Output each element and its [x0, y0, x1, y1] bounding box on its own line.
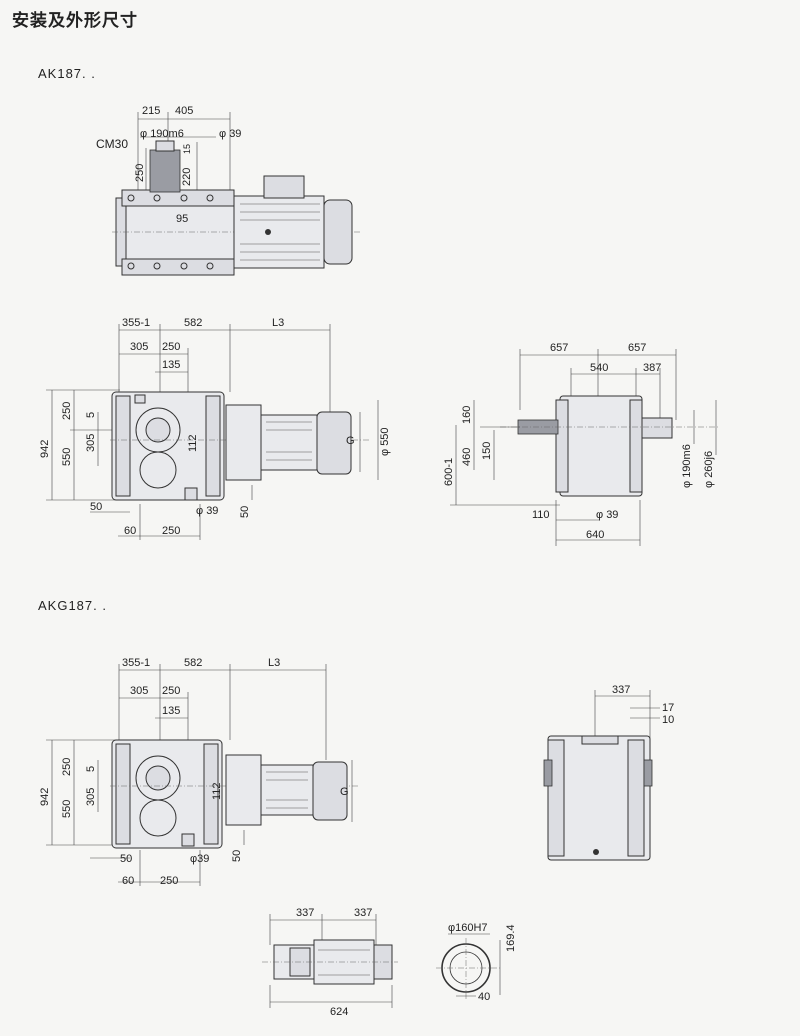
dim-text: 387	[643, 362, 661, 374]
dim-text: 15	[182, 144, 192, 154]
akg-hollow-shaft-dims: φ160H7 169.4 40	[448, 922, 517, 1003]
dim-text: 50	[231, 850, 243, 862]
dim-text: 250	[61, 402, 73, 420]
dim-text: φ 39	[219, 128, 241, 140]
dim-text: 657	[628, 342, 646, 354]
akg-side-view-dims: 337 17 10	[612, 684, 674, 726]
dim-text: φ39	[190, 853, 209, 865]
dim-text: 337	[296, 907, 314, 919]
dim-text: 355-1	[122, 317, 150, 329]
akg-side-view	[543, 690, 660, 861]
dim-text: 95	[176, 213, 188, 225]
dim-text: 220	[181, 168, 193, 186]
page-title: 安装及外形尺寸	[12, 11, 138, 31]
dim-text: φ 39	[596, 509, 618, 521]
akg-shaft-view	[262, 914, 398, 1008]
dim-text: 50	[120, 853, 132, 865]
dim-text: 942	[39, 440, 51, 458]
ak-front-view	[46, 324, 379, 540]
dim-text: 5	[85, 766, 97, 772]
dim-text: 305	[85, 788, 97, 806]
dim-text: 10	[662, 714, 674, 726]
dim-text: 460	[461, 448, 473, 466]
dim-text: 50	[239, 506, 251, 518]
dim-text: φ 260j6	[703, 451, 715, 488]
dim-text: 112	[187, 434, 199, 452]
dim-text: 355-1	[122, 657, 150, 669]
dim-text: 135	[162, 705, 180, 717]
dim-text: 305	[130, 341, 148, 353]
dim-text: 150	[481, 442, 493, 460]
dim-text: 250	[61, 758, 73, 776]
dim-text: 250	[162, 341, 180, 353]
dim-text: 135	[162, 359, 180, 371]
dim-text: 337	[354, 907, 372, 919]
dim-text: L3	[268, 657, 280, 669]
akg-shaft-view-dims: 337 337 624	[296, 907, 372, 1018]
dim-text: φ 190m6	[681, 444, 693, 488]
dim-text: 550	[61, 800, 73, 818]
dim-text: 60	[122, 875, 134, 887]
dim-text: 250	[162, 525, 180, 537]
dim-text: 250	[134, 164, 146, 182]
dim-text: 305	[85, 434, 97, 452]
dim-text: 640	[586, 529, 604, 541]
dim-text: 215	[142, 105, 160, 117]
ak-side-view-dims: 657 657 540 387 160 460 150 600-1 φ 190m…	[443, 342, 715, 541]
dim-text: 550	[61, 448, 73, 466]
dim-text: 250	[162, 685, 180, 697]
dim-text: 305	[130, 685, 148, 697]
dim-text: G	[346, 435, 355, 447]
dim-text: 169.4	[505, 924, 517, 952]
ak-front-view-dims: 355-1 582 L3 305 250 135 942 250 5 305 5…	[39, 317, 391, 537]
dim-text: 942	[39, 788, 51, 806]
dim-text: 112	[211, 782, 223, 800]
akg-hollow-shaft	[436, 933, 501, 1000]
dim-text: CM30	[96, 137, 128, 151]
dim-text: 40	[478, 991, 490, 1003]
ak-top-view-dims: 215 405 CM30 φ 190m6 φ 39 15 250 220 95	[96, 105, 241, 225]
akg-front-view-dims: 355-1 582 L3 305 250 135 942 250 5 305 5…	[39, 657, 349, 887]
dim-text: G	[340, 786, 349, 798]
dim-text: 582	[184, 317, 202, 329]
dim-text: φ 190m6	[140, 128, 184, 140]
dim-text: 110	[532, 509, 550, 521]
section-label-akg187: AKG187. .	[38, 598, 107, 613]
dim-text: 17	[662, 702, 674, 714]
dim-text: 600-1	[443, 458, 455, 486]
dim-text: 5	[85, 412, 97, 418]
dim-text: φ 550	[379, 427, 391, 456]
ak-top-view	[112, 112, 360, 276]
dim-text: 657	[550, 342, 568, 354]
dim-text: 250	[160, 875, 178, 887]
dim-text: 60	[124, 525, 136, 537]
dim-text: 50	[90, 501, 102, 513]
dim-text: φ160H7	[448, 922, 488, 934]
dim-text: 160	[461, 406, 473, 424]
dim-text: 540	[590, 362, 608, 374]
ak-side-view	[450, 349, 720, 546]
dim-text: 624	[330, 1006, 348, 1018]
dim-text: 337	[612, 684, 630, 696]
section-label-ak187: AK187. .	[38, 66, 96, 81]
dim-text: 405	[175, 105, 193, 117]
dim-text: φ 39	[196, 505, 218, 517]
dim-text: L3	[272, 317, 284, 329]
dim-text: 582	[184, 657, 202, 669]
akg-front-view	[46, 664, 360, 886]
